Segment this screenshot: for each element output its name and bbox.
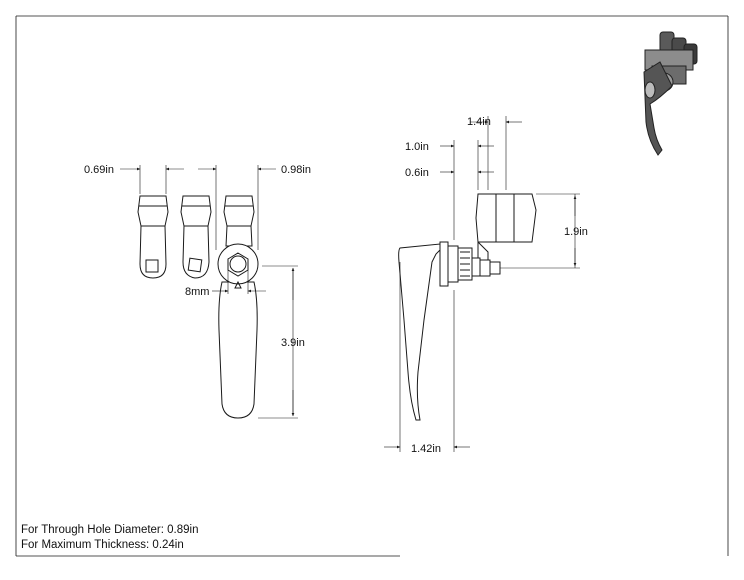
dim-0-6: 0.6in <box>405 167 429 179</box>
side-housing <box>439 241 501 287</box>
dim-1-9: 1.9in <box>564 226 588 238</box>
dim-1-0: 1.0in <box>405 141 429 153</box>
dim-1-42: 1.42in <box>411 443 441 455</box>
dim-8mm: 8mm <box>185 286 209 298</box>
side-lever <box>398 243 441 421</box>
dim-1-4: 1.4in <box>467 116 491 128</box>
dim-0-69: 0.69in <box>84 164 114 176</box>
sheet-border <box>15 15 729 557</box>
side-cam <box>475 193 537 263</box>
front-view <box>137 195 259 419</box>
cam-variant-3 <box>223 195 255 247</box>
dimension-lines <box>120 116 580 452</box>
side-view <box>398 193 537 421</box>
dim-3-9: 3.9in <box>281 337 305 349</box>
note-through-hole: For Through Hole Diameter: 0.89in <box>21 524 199 536</box>
dim-0-98: 0.98in <box>281 164 311 176</box>
isometric-thumbnail <box>643 31 698 156</box>
note-max-thickness: For Maximum Thickness: 0.24in <box>21 539 184 551</box>
cam-variant-2 <box>180 195 212 279</box>
dimension-labels: 0.69in 0.98in 8mm 3.9in 1.4in 1.0in 0.6i… <box>84 116 588 455</box>
front-handle <box>217 243 259 419</box>
cam-variant-1 <box>137 195 169 279</box>
